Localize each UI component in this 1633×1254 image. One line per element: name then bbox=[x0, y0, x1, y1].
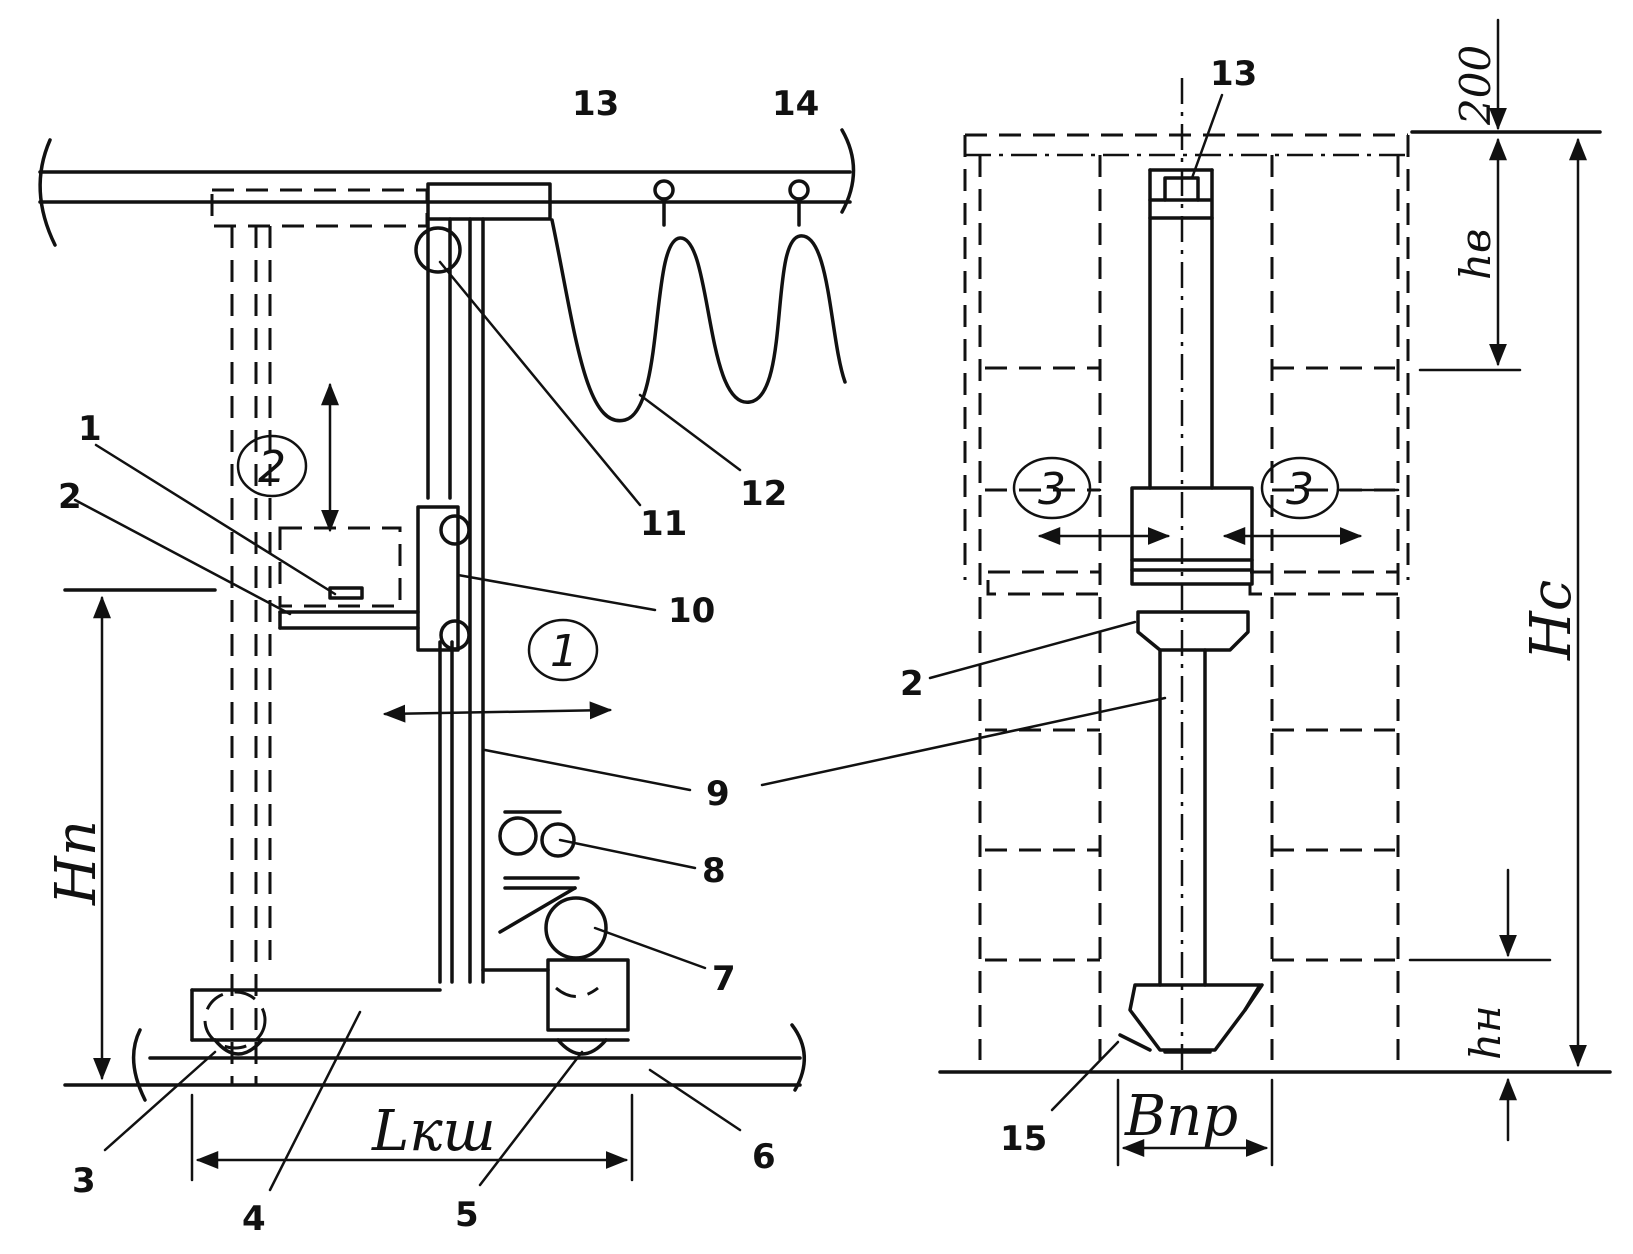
part-5-label: 5 bbox=[455, 1195, 479, 1235]
travel-arrow bbox=[382, 701, 613, 723]
part-4-label: 4 bbox=[242, 1199, 266, 1239]
lift-drive bbox=[498, 810, 580, 934]
part-13-label: 13 bbox=[572, 84, 619, 124]
movement-2-label: 2 bbox=[258, 442, 286, 493]
leader-lines-right bbox=[760, 93, 1224, 1112]
mast-front bbox=[1148, 78, 1214, 1075]
hn-label: Hп bbox=[44, 820, 109, 906]
part-10-label: 10 bbox=[668, 591, 715, 631]
right-view: 3 3 Hс hв 200 hн Bпр bbox=[760, 18, 1612, 1167]
left-view: Hп Lкш 1 2 bbox=[38, 128, 856, 1192]
part-9-label: 9 bbox=[706, 774, 730, 814]
bpr-label: Bпр bbox=[1124, 1084, 1238, 1149]
movement-3-left-label: 3 bbox=[1038, 464, 1066, 515]
part-7-label: 7 bbox=[712, 959, 736, 999]
lksh-label: Lкш bbox=[371, 1099, 496, 1164]
base-beam bbox=[190, 988, 630, 1056]
top-rail bbox=[38, 128, 856, 247]
ground-rail bbox=[63, 1023, 807, 1102]
top-pulley bbox=[414, 226, 462, 274]
hv-label: hв bbox=[1451, 229, 1500, 281]
part-3-label: 3 bbox=[72, 1161, 96, 1201]
part-13-right-label: 13 bbox=[1210, 54, 1257, 94]
bottom-frame-front bbox=[1118, 983, 1264, 1054]
part-2-label: 2 bbox=[58, 477, 82, 517]
leader-lines-left bbox=[73, 260, 742, 1192]
upper-trolley bbox=[426, 182, 552, 221]
part-labels: 1 2 3 4 5 6 7 8 9 10 11 12 13 14 13 2 15 bbox=[58, 54, 1257, 1239]
part-2-right-label: 2 bbox=[900, 664, 924, 704]
drive-wheel bbox=[481, 896, 630, 1032]
hc-label: Hс bbox=[1519, 580, 1584, 661]
movement-1-label: 1 bbox=[550, 626, 578, 677]
top-trolley-front bbox=[1163, 176, 1200, 202]
part-1-label: 1 bbox=[78, 409, 102, 449]
gripper-platform bbox=[278, 586, 420, 630]
part-12-label: 12 bbox=[740, 474, 787, 514]
rack-outline bbox=[963, 133, 1410, 1060]
flexible-cable bbox=[550, 179, 847, 423]
mast-column bbox=[426, 217, 485, 984]
movement-3-right-label: 3 bbox=[1286, 464, 1314, 515]
carriage bbox=[416, 505, 471, 652]
carriage-front bbox=[1130, 486, 1254, 652]
hn-small-label: hн bbox=[1461, 1005, 1510, 1060]
extreme-position-outline bbox=[210, 188, 429, 1085]
part-15-label: 15 bbox=[1000, 1119, 1047, 1159]
part-8-label: 8 bbox=[702, 851, 726, 891]
part-11-label: 11 bbox=[640, 504, 687, 544]
part-6-label: 6 bbox=[752, 1137, 776, 1177]
part-14-label: 14 bbox=[772, 84, 819, 124]
top-offset-label: 200 bbox=[1451, 45, 1500, 126]
